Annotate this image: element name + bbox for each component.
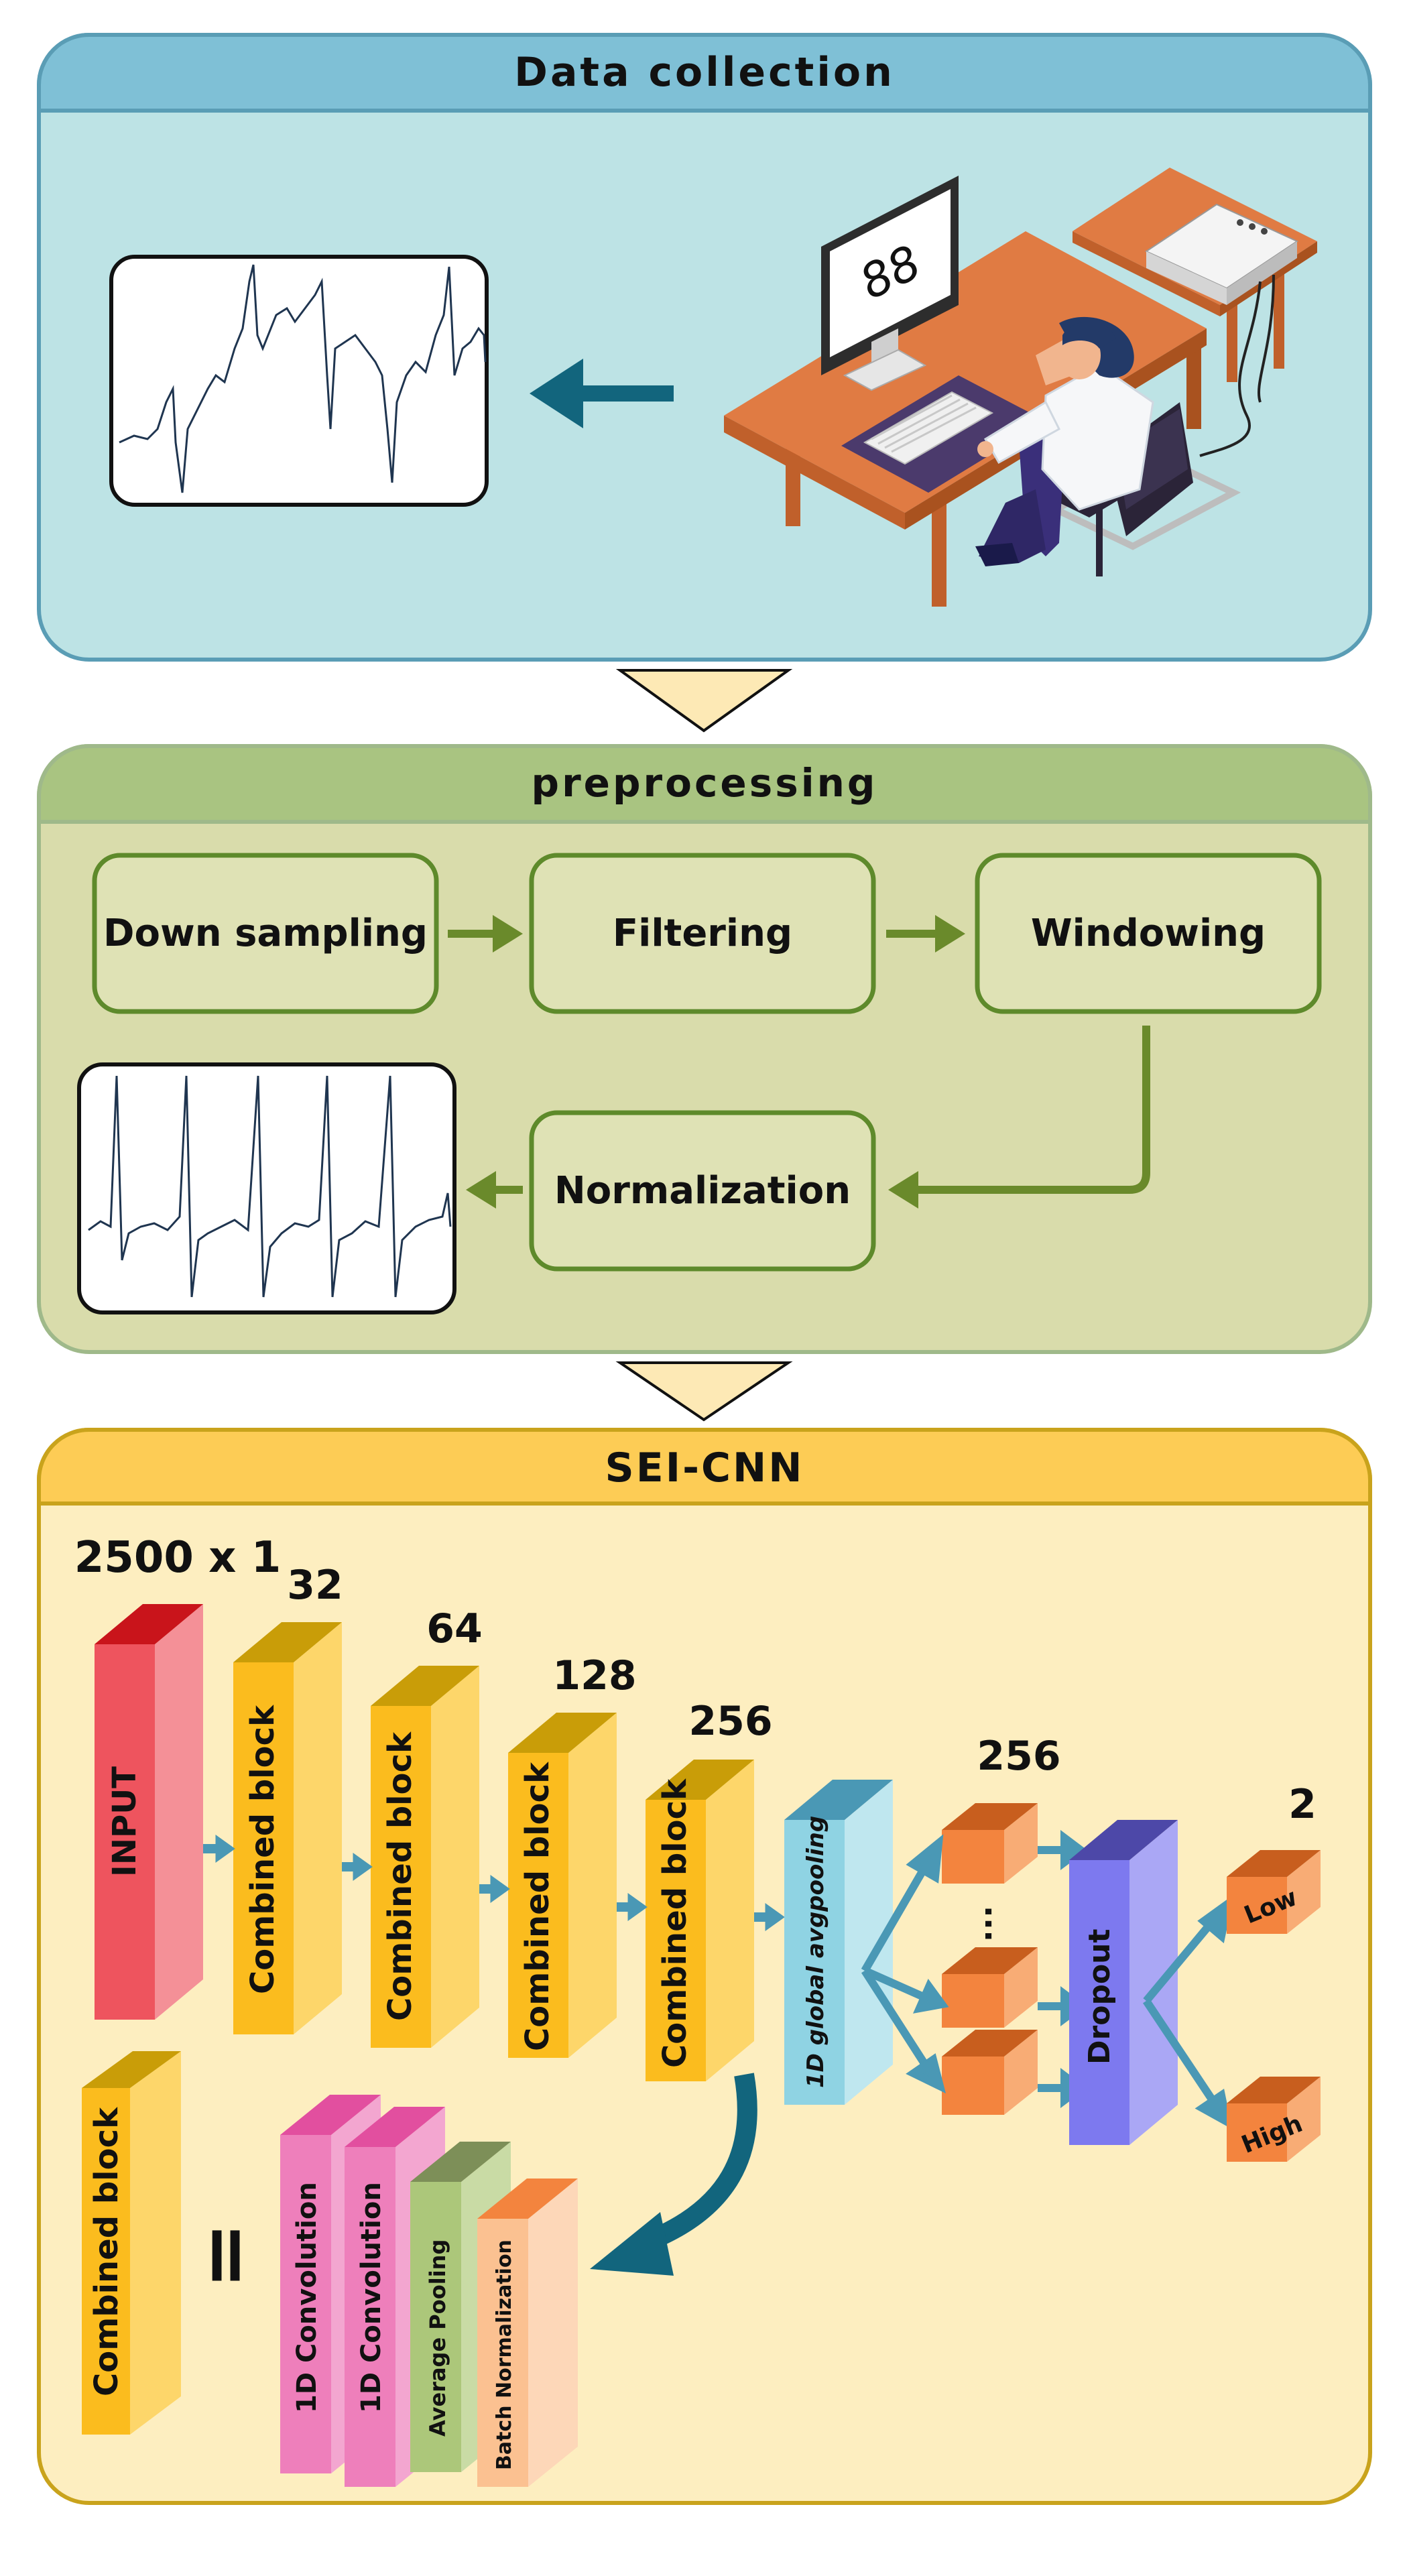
legend-combined-block: Combined block (82, 2051, 181, 2435)
dense-unit-bottom (942, 2030, 1038, 2115)
dense-unit-mid (942, 1947, 1038, 2028)
svg-text:Average Pooling: Average Pooling (425, 2240, 450, 2437)
svg-text:1D Convolution: 1D Convolution (292, 2182, 322, 2413)
svg-text:Normalization: Normalization (554, 1169, 851, 1213)
svg-text:Batch Normalization: Batch Normalization (493, 2240, 516, 2470)
output-low: Low (1227, 1850, 1321, 1934)
recording-desk-illustration: 88 (724, 168, 1317, 607)
flow-chevron-2 (615, 1361, 793, 1422)
raw-ecg-plot (109, 255, 489, 507)
flow-chevron-1 (615, 669, 793, 733)
output-units-label: 2 (1288, 1781, 1317, 1828)
preprocessing-title: preprocessing (532, 760, 878, 806)
normalized-ecg-plot (77, 1062, 456, 1314)
svg-text:Combined block: Combined block (244, 1705, 282, 1994)
svg-text:INPUT: INPUT (106, 1766, 143, 1877)
sei-cnn-title: SEI-CNN (605, 1445, 804, 1491)
input-layer: INPUT 2500 x 1 (74, 1533, 282, 2020)
data-collection-title: Data collection (514, 49, 895, 96)
svg-text:Filtering: Filtering (613, 912, 792, 955)
svg-text:Combined block: Combined block (519, 1762, 556, 2051)
output-layer: 2 Low High (1227, 1781, 1321, 2162)
step-normalization: Normalization (529, 1110, 876, 1272)
combined-block-2: Combined block 64 (371, 1605, 483, 2048)
dense-unit-top (942, 1803, 1038, 1884)
svg-text:Combined block: Combined block (656, 1778, 694, 2068)
svg-text:64: 64 (426, 1605, 483, 1652)
input-size-label: 2500 x 1 (74, 1533, 282, 1583)
combined-block-4: Combined block 256 (646, 1698, 773, 2081)
svg-text:256: 256 (688, 1698, 772, 1745)
svg-text:Dropout: Dropout (1083, 1928, 1117, 2065)
step-windowing: Windowing (975, 853, 1322, 1014)
preprocessing-arrows (448, 915, 1150, 1209)
svg-text:Combined block: Combined block (381, 1731, 419, 2021)
data-collection-section: Data collection (37, 33, 1372, 662)
svg-text:1D global avgpooling: 1D global avgpooling (802, 1816, 829, 2088)
sei-cnn-section: SEI-CNN INPUT 2500 x 1 Combined block 32… (37, 1428, 1372, 2505)
dropout-layer: Dropout (1069, 1820, 1178, 2145)
output-arrows (1143, 1894, 1235, 2130)
legend-equals: = (178, 2222, 271, 2290)
svg-text:128: 128 (552, 1652, 636, 1699)
layer-arrows (203, 1835, 785, 1931)
global-avgpooling-layer: 1D global avgpooling (784, 1780, 893, 2105)
step-filtering: Filtering (529, 853, 876, 1014)
legend-conv1d-2: 1D Convolution (345, 2107, 445, 2487)
collection-arrow (530, 359, 674, 428)
step-down-sampling: Down sampling (92, 853, 439, 1014)
dense-units-label: 256 (977, 1733, 1060, 1780)
legend-batch-normalization: Batch Normalization (477, 2179, 578, 2487)
dense-layer: 256 ... (942, 1733, 1061, 2115)
combined-block-3: Combined block 128 (508, 1652, 637, 2058)
svg-text:Windowing: Windowing (1031, 912, 1266, 955)
svg-text:1D Convolution: 1D Convolution (356, 2182, 387, 2413)
svg-text:Down sampling: Down sampling (103, 912, 428, 955)
dense-ellipsis: ... (977, 1906, 1015, 1943)
svg-text:Combined block: Combined block (88, 2107, 125, 2396)
combined-block-1: Combined block 32 (233, 1562, 343, 2034)
output-high: High (1227, 2077, 1321, 2162)
svg-text:32: 32 (287, 1562, 343, 1609)
preprocessing-section: preprocessing Down sampling Filtering Wi… (37, 744, 1372, 1354)
expand-arrow (590, 2073, 757, 2276)
